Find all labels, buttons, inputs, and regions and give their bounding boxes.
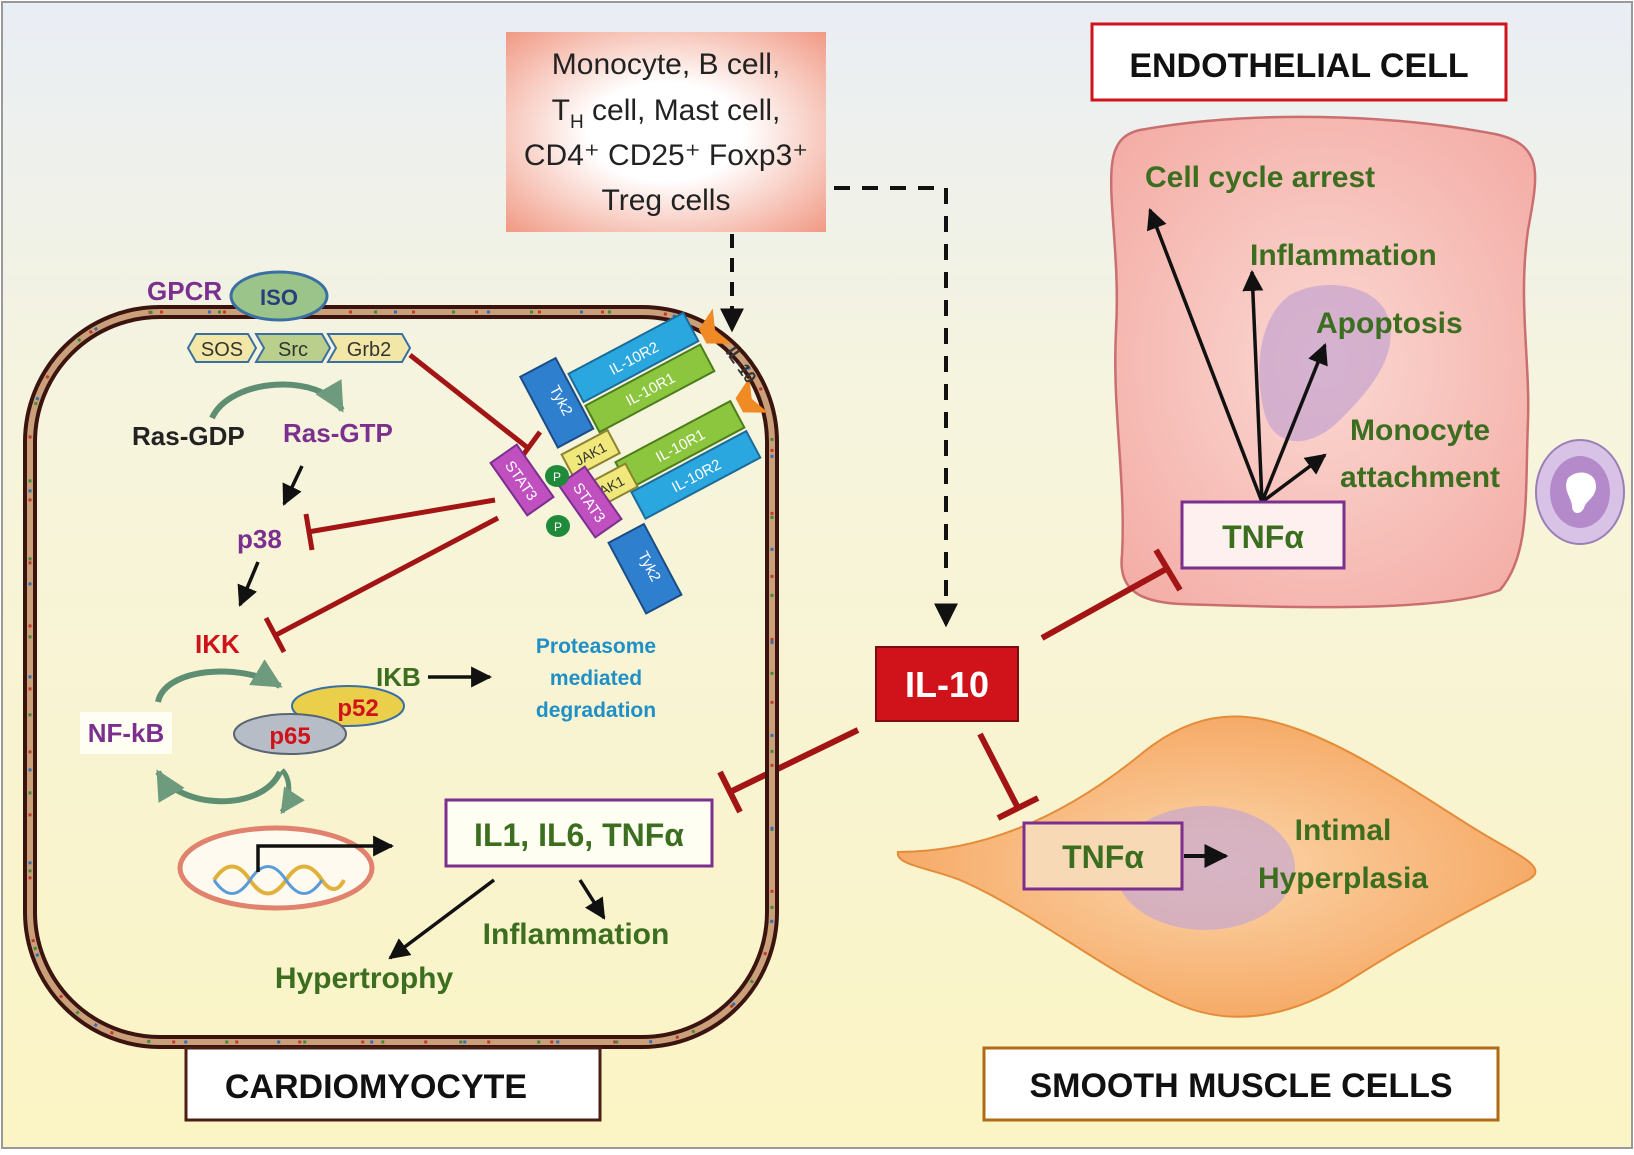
adaptor-complex: SOS Src Grb2 [186, 333, 412, 363]
endo-inflammation: Inflammation [1250, 239, 1437, 272]
ras-cycle-arrow [209, 379, 345, 420]
nfkb-label: NF-kB [88, 718, 165, 748]
il10-ligand-chevron-2 [735, 377, 769, 413]
cardio-inflammation: Inflammation [483, 918, 670, 951]
monocyte-cell [1535, 439, 1625, 545]
ras-gdp-label: Ras-GDP [132, 421, 245, 451]
smc-intimal: Intimal [1295, 814, 1392, 847]
proteasome-line2: mediated [550, 667, 642, 690]
il10-receptor-complex: Tyk2 IL-10R2 IL-10R1 JAK1 IL-10R1 IL-10R… [518, 308, 769, 615]
cytokines-box: IL1, IL6, TNFα [444, 798, 714, 868]
proteasome-line3: degradation [536, 699, 656, 722]
il10-inhibitions [717, 548, 1183, 821]
endo-cell-cycle-arrest: Cell cycle arrest [1145, 161, 1375, 194]
p65-subunit: p65 [233, 713, 347, 755]
phospho-label-a: P [553, 470, 561, 484]
source-line-2: TH cell, Mast cell, [552, 94, 781, 133]
source-line-4: Treg cells [602, 184, 731, 217]
p38-to-ikk-arrow [237, 561, 260, 607]
p52-label: p52 [337, 695, 378, 722]
gpcr-label: GPCR [147, 276, 222, 306]
cardiomyocyte-membrane [23, 305, 779, 1049]
grb2-label: Grb2 [347, 339, 391, 361]
nfkb-label-box: NF-kB [80, 712, 172, 754]
src-label: Src [278, 339, 308, 361]
p52-subunit: p52 [291, 685, 405, 727]
ras-to-p38-arrow [282, 465, 304, 506]
iso-receptor: ISO [229, 270, 329, 322]
endo-apoptosis: Apoptosis [1316, 307, 1463, 340]
proteasome-line1: Proteasome [536, 635, 656, 658]
cardiomyocyte-title: CARDIOMYOCYTE [225, 1068, 527, 1106]
il10-label: IL-10 [905, 664, 989, 705]
nucleus [177, 825, 395, 911]
source-cells-box: Monocyte, B cell, TH cell, Mast cell, CD… [506, 32, 826, 232]
il10-box: IL-10 [875, 646, 1019, 722]
endothelial-arrows [1146, 208, 1328, 504]
cytokines-label: IL1, IL6, TNFα [474, 817, 684, 853]
smc-tnf-box: TNFα [1022, 821, 1184, 891]
endo-tnf-label: TNFα [1222, 519, 1304, 555]
p38-label: p38 [237, 524, 282, 554]
phospho-label-b: P [554, 520, 562, 534]
nfkb-cycle-bottom [155, 769, 283, 805]
p65-label: p65 [269, 723, 310, 750]
ikb-label: IKB [376, 662, 421, 692]
stat3-inhibitions [263, 497, 500, 654]
cytokines-to-inflammation-arrow [578, 879, 606, 920]
endo-monocyte-line2: attachment [1340, 461, 1500, 494]
transcription-arrow [256, 835, 395, 872]
smc-hyperplasia: Hyperplasia [1258, 862, 1428, 895]
cardiomyocyte-title-box: CARDIOMYOCYTE [184, 1046, 602, 1122]
nfkb-to-nucleus-arrow [279, 768, 305, 815]
ras-gtp-label: Ras-GTP [283, 418, 393, 448]
endothelial-title: ENDOTHELIAL CELL [1129, 47, 1468, 85]
il10-ligand-chevron-1 [698, 308, 732, 344]
smc-tnf-label: TNFα [1062, 839, 1144, 875]
sos-label: SOS [201, 339, 243, 361]
iso-label: ISO [260, 285, 298, 310]
nfkb-cycle-top [155, 659, 283, 703]
smooth-title: SMOOTH MUSCLE CELLS [1029, 1067, 1452, 1105]
endo-monocyte-line1: Monocyte [1350, 414, 1490, 447]
cytokines-to-hypertrophy-arrow [388, 878, 496, 960]
cardio-hypertrophy: Hypertrophy [275, 962, 454, 995]
source-line-3: CD4⁺ CD25⁺ Foxp3⁺ [524, 139, 808, 172]
ikk-label: IKK [195, 629, 240, 659]
endo-tnf-box: TNFα [1180, 500, 1346, 570]
endothelial-title-box: ENDOTHELIAL CELL [1090, 22, 1508, 102]
source-line-1: Monocyte, B cell, [552, 48, 780, 81]
dashed-arrow-to-il10 [834, 186, 958, 628]
smooth-title-box: SMOOTH MUSCLE CELLS [982, 1046, 1500, 1122]
